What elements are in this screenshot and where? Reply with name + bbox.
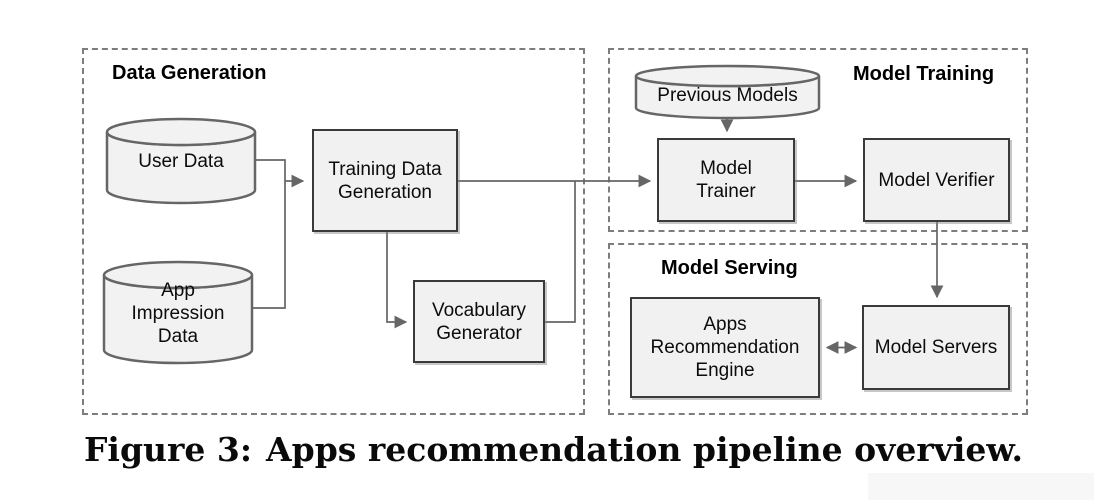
node-apps-recommendation-engine: Apps Recommendation Engine xyxy=(630,297,820,398)
figure-caption-text: Apps recommendation pipeline overview. xyxy=(266,430,1023,469)
node-previous-models-label: Previous Models xyxy=(657,84,798,106)
group-model-training: Model Training xyxy=(608,48,1028,232)
node-app-impression-data-label: App Impression Data xyxy=(131,279,225,347)
figure-caption: Figure 3: Apps recommendation pipeline ov… xyxy=(84,430,1023,469)
group-title-model-training: Model Training xyxy=(853,63,995,85)
node-model-trainer: Model Trainer xyxy=(657,138,795,222)
group-data-generation: Data Generation xyxy=(82,48,585,415)
scan-artifact-band xyxy=(868,473,1094,500)
group-title-data-generation: Data Generation xyxy=(112,62,267,84)
node-model-verifier: Model Verifier xyxy=(863,138,1010,222)
node-training-data-generation: Training Data Generation xyxy=(312,129,458,232)
node-model-servers: Model Servers xyxy=(862,305,1010,390)
group-model-serving: Model Serving xyxy=(608,243,1028,415)
node-user-data-label: User Data xyxy=(138,150,224,172)
group-title-model-serving: Model Serving xyxy=(661,257,798,279)
node-vocabulary-generator: Vocabulary Generator xyxy=(413,280,545,363)
figure-caption-label: Figure 3: xyxy=(84,430,253,469)
